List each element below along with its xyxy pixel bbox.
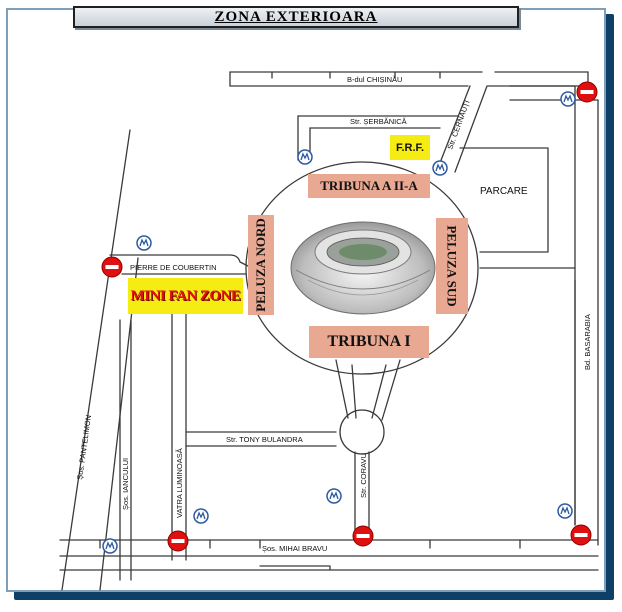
street-label-bulandra: Str. TONY BULANDRA: [226, 435, 303, 444]
street-label-basarabia: Bd. BASARABIA: [583, 314, 592, 370]
metro-station-icon: [326, 488, 342, 504]
street-label-iancului: Șos. IANCULUI: [121, 458, 130, 510]
mini-fan-zone-label: MINI FAN ZONE: [130, 287, 241, 304]
metro-station-icon: [102, 538, 118, 554]
no-entry-sign-icon: [352, 525, 374, 547]
street-label-mihai: Șos. MIHAI BRAVU: [262, 544, 327, 553]
tribuna-1-label: TRIBUNA I: [309, 326, 429, 358]
street-label-coravu: Str. CORAVU: [359, 453, 368, 498]
street-label-pierre: PIERRE DE COUBERTIN: [130, 263, 217, 272]
metro-station-icon: [297, 149, 313, 165]
metro-station-icon: [560, 91, 576, 107]
no-entry-sign-icon: [570, 524, 592, 546]
street-label-pantelimon: Șos. PANTELIMON: [75, 414, 93, 480]
title-banner: ZONA EXTERIOARA: [73, 6, 519, 28]
frf-label: F.R.F.: [390, 135, 430, 160]
peluza-nord-label: PELUZA NORD: [248, 215, 274, 315]
peluza-nord-text: PELUZA NORD: [253, 218, 269, 312]
metro-station-icon: [557, 503, 573, 519]
metro-station-icon: [432, 160, 448, 176]
no-entry-sign-icon: [101, 256, 123, 278]
page-title: ZONA EXTERIOARA: [214, 9, 378, 25]
mini-fan-zone-box: MINI FAN ZONE: [128, 278, 243, 314]
parking-label: PARCARE: [480, 186, 528, 197]
no-entry-sign-icon: [167, 530, 189, 552]
street-label-vatra: VATRA LUMINOASĂ: [175, 448, 184, 518]
peluza-sud-label: PELUZA SUD: [436, 218, 468, 314]
no-entry-sign-icon: [576, 81, 598, 103]
street-label-cernauti: Str. CERNAUȚI: [445, 99, 471, 151]
street-label-chisinau: B-dul CHIȘINĂU: [347, 75, 402, 84]
street-label-serbanica: Str. ȘERBĂNICĂ: [350, 117, 407, 126]
metro-station-icon: [193, 508, 209, 524]
tribuna-2-label: TRIBUNA A II-A: [308, 174, 430, 198]
metro-station-icon: [136, 235, 152, 251]
map-frame: [6, 8, 606, 592]
peluza-sud-text: PELUZA SUD: [445, 225, 460, 307]
stadium-image: [290, 221, 436, 315]
